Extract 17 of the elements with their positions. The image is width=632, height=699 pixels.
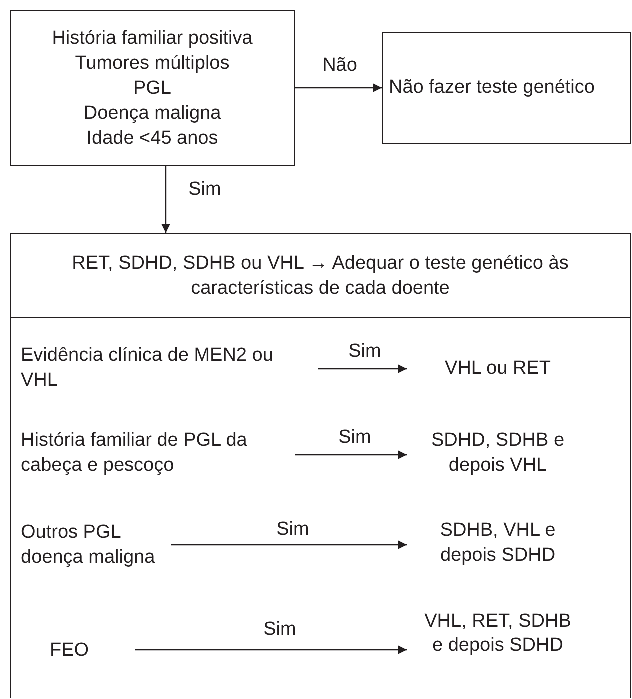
condition-text: Evidência clínica de MEN2 ou VHL [21, 343, 318, 393]
arrow [135, 646, 407, 654]
result-text: VHL, RET, SDHB e depois SDHD [423, 610, 573, 658]
outcome-box: Não fazer teste genético [382, 32, 631, 144]
condition-text: FEO [50, 638, 135, 663]
header-text: RET, SDHD, SDHB ou VHL → Adequar o teste genético às características de cada doente [71, 252, 570, 300]
condition-text: História familiar de PGL da cabeça e pescoço [21, 428, 295, 478]
arrow [295, 84, 382, 92]
condition-text: Outros PGL doença maligna [21, 520, 171, 570]
result-text: SDHB, VHL e depois SDHD [423, 518, 573, 568]
arrow [171, 540, 407, 550]
arrow [295, 450, 407, 460]
arrow [318, 364, 407, 374]
result-text: SDHD, SDHB e depois VHL [423, 428, 573, 478]
arrow [162, 166, 170, 233]
result-text: VHL ou RET [423, 356, 573, 381]
criteria-box: História familiar positiva Tumores múltiplos PGL Doença maligna Idade <45 anos [10, 10, 295, 166]
